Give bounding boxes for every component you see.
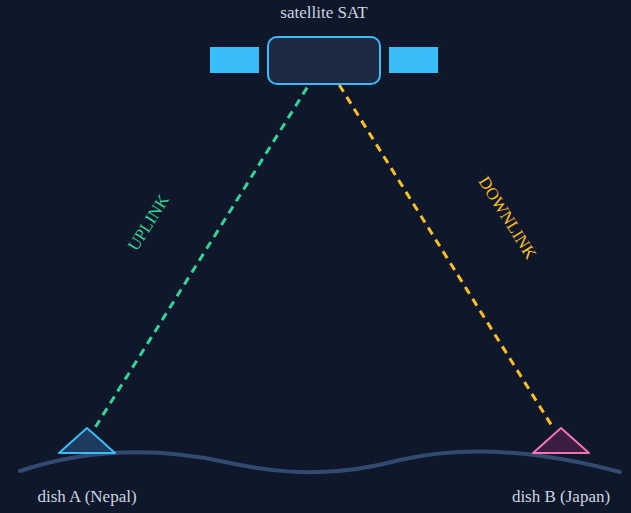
node-outline <box>58 427 116 454</box>
link-label: DOWNLINK <box>474 173 540 263</box>
solar-panel <box>210 47 259 73</box>
dish-symbol: dish A (Nepal) <box>58 427 116 454</box>
dish-symbol: dish B (Japan) <box>532 427 590 454</box>
satellite-body: satellite SAT <box>267 36 381 85</box>
link-line <box>339 85 552 427</box>
link-label: UPLINK <box>124 191 174 254</box>
ground-wave <box>20 451 620 472</box>
node-label: satellite SAT <box>280 3 367 23</box>
solar-panel <box>389 47 438 73</box>
node-label: dish B (Japan) <box>512 487 610 507</box>
node-outline <box>267 36 381 85</box>
link-line <box>95 85 308 427</box>
node-outline <box>532 427 590 454</box>
node-label: dish A (Nepal) <box>37 487 136 507</box>
